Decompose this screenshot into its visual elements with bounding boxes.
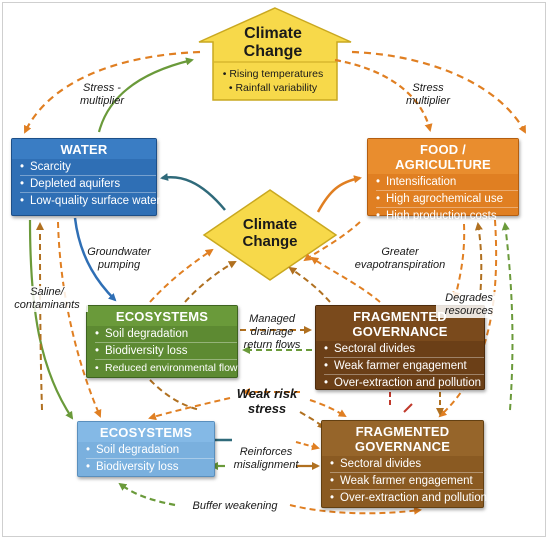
governance-dark-title-line2: GOVERNANCE xyxy=(352,324,448,339)
label-line: drainage xyxy=(250,326,294,338)
top-climate-title-line2: Change xyxy=(243,43,303,60)
list-item: Low-quality surface water xyxy=(20,192,160,209)
label-managed-drainage: Managed drainage return flows xyxy=(236,313,308,352)
label-line: Saline/ xyxy=(30,286,64,298)
label-line: evapotranspiration xyxy=(354,259,446,271)
list-item: Sectoral divides xyxy=(324,341,484,357)
diagram-frame xyxy=(2,2,546,537)
ecosystems-blue-title: ECOSYSTEMS xyxy=(78,422,214,442)
mid-climate-shape xyxy=(202,189,338,281)
ecosystems-blue-list: Soil degradation Biodiversity loss xyxy=(78,442,214,475)
label-line: pumping xyxy=(97,259,141,271)
label-saline-contaminants: Saline/ contaminants xyxy=(6,286,88,312)
label-line: multiplier xyxy=(79,95,124,107)
label-reinforces-misalignment: Reinforces misalignment xyxy=(228,446,304,472)
list-item: Sectoral divides xyxy=(330,456,483,472)
water-list: Scarcity Depleted aquifers Low-quality s… xyxy=(12,159,160,209)
list-item: Soil degradation xyxy=(86,442,214,458)
label-line: Reinforces xyxy=(239,446,293,458)
label-line: return flows xyxy=(243,339,301,351)
list-item: High agrochemical use xyxy=(376,190,518,207)
label-greater-evapotranspiration: Greater evapotranspiration xyxy=(340,246,460,272)
food-list: Intensification High agrochemical use Hi… xyxy=(368,174,518,224)
label-buffer-weakening: Buffer weakening xyxy=(192,500,278,512)
mid-climate-title-line2: Change xyxy=(242,233,298,250)
label-degrades-resources: Degrades resources xyxy=(436,292,502,318)
list-item: Soil degradation xyxy=(95,326,237,342)
list-item: High production costs xyxy=(376,207,518,224)
food-agriculture-box: FOOD / AGRICULTURE Intensification High … xyxy=(367,138,519,224)
list-item: Over-extraction and pollution xyxy=(324,374,484,391)
list-item: Over-extraction and pollution xyxy=(330,489,487,506)
list-item: Scarcity xyxy=(20,159,156,175)
label-line: Stress xyxy=(412,82,444,94)
list-item: Reduced environmental flow xyxy=(95,359,238,376)
label-stress-multiplier-right: Stress multiplier xyxy=(388,82,468,108)
governance-light-box: FRAGMENTED GOVERNANCE Sectoral divides W… xyxy=(321,420,487,508)
mid-climate-title-line1: Climate xyxy=(242,216,298,233)
label-line: contaminants xyxy=(14,299,80,311)
governance-light-title: FRAGMENTED GOVERNANCE xyxy=(322,421,483,456)
governance-dark-title-line1: FRAGMENTED xyxy=(353,309,447,324)
list-item: Biodiversity loss xyxy=(95,342,237,359)
top-climate-title: Climate Change xyxy=(198,25,348,61)
governance-light-title-line1: FRAGMENTED xyxy=(355,424,450,439)
label-line: stress xyxy=(247,401,287,416)
ecosystems-green-box: ECOSYSTEMS Soil degradation Biodiversity… xyxy=(86,305,238,378)
water-title: WATER xyxy=(12,139,156,159)
top-climate-item: Rising temperatures xyxy=(198,67,348,81)
list-item: Biodiversity loss xyxy=(86,458,214,475)
governance-light-title-line2: GOVERNANCE xyxy=(354,439,451,454)
food-title: FOOD / AGRICULTURE xyxy=(368,139,518,174)
label-line: Stress - xyxy=(83,82,121,94)
list-item: Weak farmer engagement xyxy=(324,357,484,374)
list-item: Intensification xyxy=(376,174,518,190)
label-line: Groundwater xyxy=(87,246,151,258)
list-item: Weak farmer engagement xyxy=(330,472,483,489)
label-line: Managed xyxy=(249,313,295,325)
label-line: Weak risk xyxy=(236,386,298,401)
label-line: Greater xyxy=(381,246,419,258)
governance-dark-list: Sectoral divides Weak farmer engagement … xyxy=(316,341,484,391)
label-groundwater-pumping: Groundwater pumping xyxy=(80,246,158,272)
top-climate-item: Rainfall variability xyxy=(198,81,348,95)
label-weak-risk-stress: Weak risk stress xyxy=(222,386,312,416)
label-line: misalignment xyxy=(233,459,299,471)
water-box: WATER Scarcity Depleted aquifers Low-qua… xyxy=(11,138,160,216)
label-line: multiplier xyxy=(405,95,450,107)
governance-light-list: Sectoral divides Weak farmer engagement … xyxy=(322,456,487,506)
label-line: resources xyxy=(444,305,494,317)
label-stress-multiplier-left: Stress - multiplier xyxy=(62,82,142,108)
ecosystems-green-list: Soil degradation Biodiversity loss Reduc… xyxy=(87,326,238,376)
label-line: Degrades xyxy=(445,292,493,304)
ecosystems-blue-box: ECOSYSTEMS Soil degradation Biodiversity… xyxy=(77,421,215,477)
ecosystems-green-title: ECOSYSTEMS xyxy=(87,306,237,326)
top-climate-title-line1: Climate xyxy=(244,25,302,42)
mid-climate-title: Climate Change xyxy=(215,216,325,250)
top-climate-items: Rising temperatures Rainfall variability xyxy=(198,67,348,95)
list-item: Depleted aquifers xyxy=(20,175,156,192)
